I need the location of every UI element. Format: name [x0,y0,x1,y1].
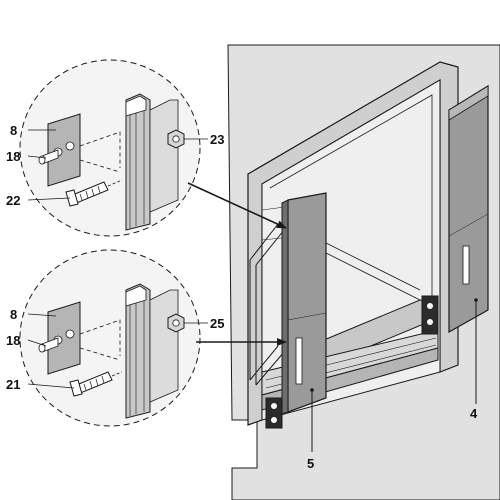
main-view: 5 4 [227,44,500,500]
arrow-upper-detail [187,182,287,229]
callout-lower-pins: 18 [6,333,20,348]
lower-side-wall [149,289,179,403]
leader-line-upper-18 [27,155,47,159]
upper-alignment-lines [79,131,121,173]
upper-nut [167,129,185,149]
lower-detail: 8 18 21 25 [6,249,224,427]
rear-strut [319,239,421,301]
front-door-panel [281,192,327,415]
lower-nut [167,313,185,333]
opening-depth-line [269,94,433,360]
callout-right-panel: 4 [470,406,478,421]
leader-line-lower-8 [27,313,57,317]
callout-lower-nut: 25 [210,316,224,331]
upper-profile-rail [125,93,151,231]
bracket-block-left [265,397,283,429]
callout-upper-bolt: 22 [6,193,20,208]
upper-detail: 8 18 22 23 [6,59,224,237]
lower-profile-rail [125,283,151,419]
detail-pointer-arrows [187,182,287,346]
callout-lower-bolt: 21 [6,377,20,392]
leader-line-upper-22 [27,197,71,201]
lower-bolt [69,371,113,397]
callout-upper-nut: 23 [210,132,224,147]
leader-line-lower-21 [27,383,75,389]
lower-bolt-path [111,371,123,377]
upper-side-wall [149,99,179,213]
right-door-panel [448,84,489,334]
callout-front-panel: 5 [307,456,314,471]
hanging-rods [249,223,285,386]
upper-bolt-path [107,179,123,187]
callout-lower-plate: 8 [10,307,17,322]
lower-alignment-lines [79,319,121,361]
lower-pins [38,337,59,353]
bracket-block-right [421,295,439,335]
upper-bolt [65,181,109,207]
leader-line-lower-18 [27,339,47,347]
callout-upper-pins: 18 [6,149,20,164]
upper-plate [47,113,81,187]
callout-upper-plate: 8 [10,123,17,138]
lower-plate [47,301,81,375]
